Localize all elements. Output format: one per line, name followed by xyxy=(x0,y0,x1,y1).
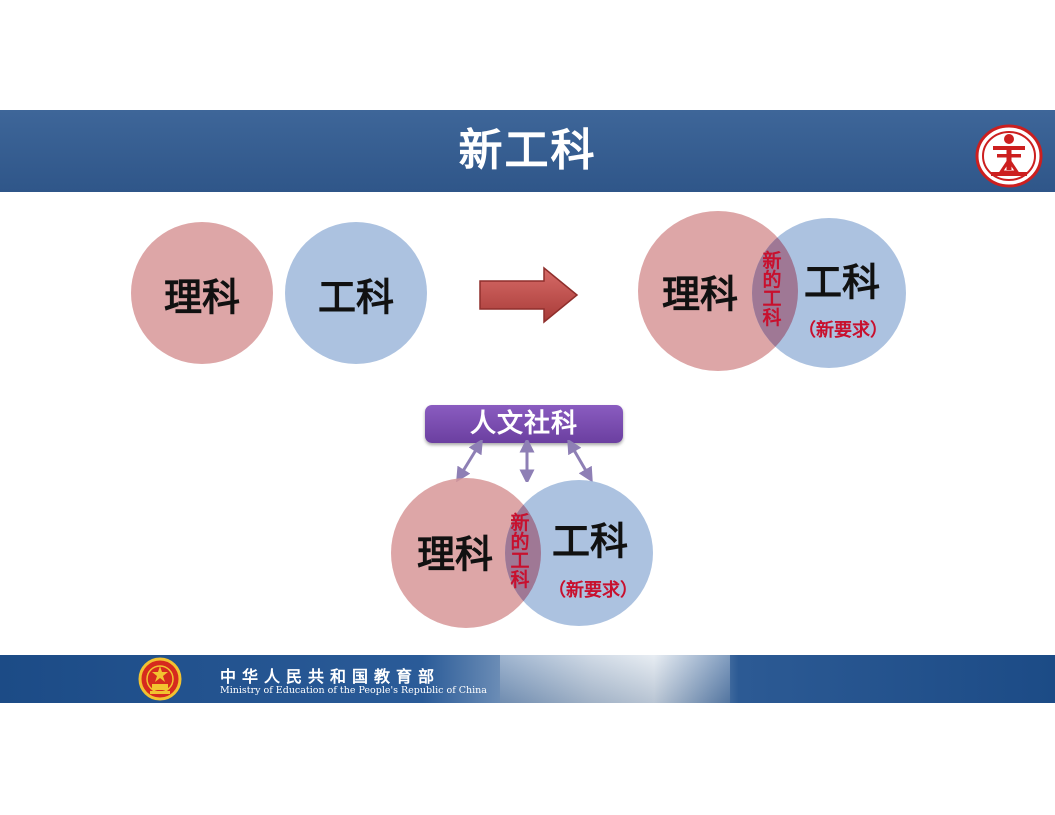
double-arrow-left-icon xyxy=(456,440,483,482)
new-requirement-label: （新要求） xyxy=(798,320,888,341)
science-circle xyxy=(131,222,273,364)
ministry-name-en: Ministry of Education of the People's Re… xyxy=(220,685,487,696)
right-arrow-icon xyxy=(479,266,579,324)
engineering-circle xyxy=(285,222,427,364)
engineering-label: 工科 xyxy=(317,275,395,320)
ministry-name-cn: 中华人民共和国教育部 xyxy=(220,667,441,686)
title-bar: 新工科 xyxy=(0,110,1055,192)
national-emblem-icon xyxy=(138,657,182,701)
building-image xyxy=(500,655,730,703)
footer-bar: 中华人民共和国教育部 Ministry of Education of the … xyxy=(0,655,1055,703)
new-requirement-label: （新要求） xyxy=(548,580,638,601)
double-arrow-right-icon xyxy=(567,440,593,482)
engineering-label: 工科 xyxy=(803,260,881,305)
humanities-badge: 人文社科 xyxy=(425,405,623,443)
science-label: 理科 xyxy=(416,532,494,577)
science-label: 理科 xyxy=(163,275,241,320)
new-engineering-vertical-label: 新 的 工 科 xyxy=(510,512,530,591)
overlap-region xyxy=(752,218,798,368)
engineering-label: 工科 xyxy=(551,519,629,564)
page-title: 新工科 xyxy=(458,125,597,176)
university-logo-icon xyxy=(975,124,1043,188)
science-label: 理科 xyxy=(661,272,739,317)
new-engineering-vertical-label: 新 的 工 科 xyxy=(762,250,782,329)
double-arrows xyxy=(456,440,593,482)
